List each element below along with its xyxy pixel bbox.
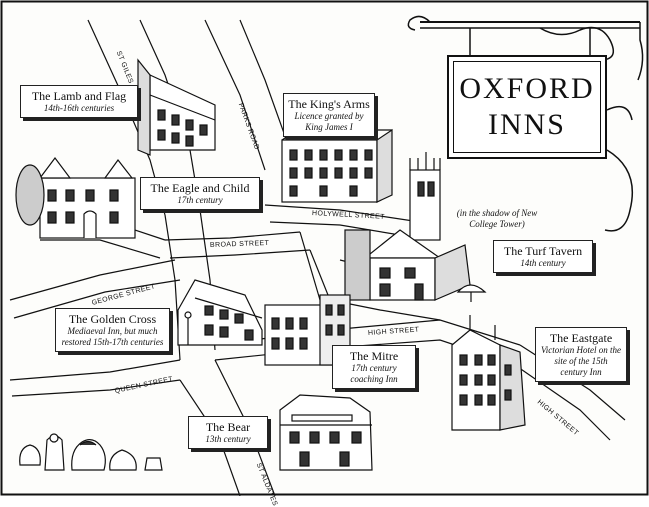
inn-detail: Victorian Hotel on the site of the 15th …	[540, 345, 622, 377]
turf-tavern-note: (in the shadow of New College Tower)	[456, 208, 538, 229]
inn-name: The Eastgate	[549, 331, 613, 345]
golden-cross-building	[177, 279, 263, 346]
eastgate-building	[451, 315, 526, 431]
turf-tavern-building	[344, 229, 487, 302]
inn-name: The King's Arms	[288, 97, 370, 111]
new-college-tower	[409, 152, 441, 241]
label-eagle-and-child: The Eagle and Child 17th century	[140, 177, 260, 210]
bear-building	[279, 394, 373, 471]
inn-detail: Licence granted by King James I	[294, 111, 364, 132]
label-bear: The Bear 13th century	[188, 416, 268, 449]
tankards-illustration	[19, 433, 163, 471]
inn-detail: 17th century coaching Inn	[350, 363, 398, 384]
buildings	[15, 58, 526, 471]
inn-detail: 13th century	[205, 434, 251, 444]
inn-name: The Golden Cross	[68, 312, 157, 326]
label-kings-arms: The King's Arms Licence granted by King …	[283, 93, 375, 137]
inn-name: The Lamb and Flag	[31, 89, 127, 103]
inn-detail: Mediaeval Inn, but much restored 15th-17…	[61, 326, 164, 347]
inn-detail: 14th century	[520, 258, 566, 268]
sign-bracket	[407, 15, 644, 232]
inn-detail: 17th century	[177, 195, 223, 205]
mitre-building	[264, 294, 351, 366]
label-eastgate: The Eastgate Victorian Hotel on the site…	[535, 327, 627, 382]
inn-name: The Eagle and Child	[150, 181, 250, 195]
inn-name: The Mitre	[349, 349, 399, 363]
map-frame	[0, 0, 649, 496]
inn-detail: 14th-16th centuries	[43, 103, 115, 113]
inn-name: The Bear	[205, 420, 251, 434]
eagle-and-child-building	[15, 157, 136, 239]
title-sign: OXFORD INNS	[447, 55, 607, 159]
label-turf-tavern: The Turf Tavern 14th century	[493, 240, 593, 273]
lamb-and-flag-building	[137, 58, 216, 156]
title-line-1: OXFORD	[459, 72, 595, 105]
label-mitre: The Mitre 17th century coaching Inn	[332, 345, 416, 389]
label-lamb-and-flag: The Lamb and Flag 14th-16th centuries	[20, 85, 138, 118]
kings-arms-building	[281, 128, 393, 203]
inn-name: The Turf Tavern	[503, 244, 583, 258]
title-line-2: INNS	[487, 108, 566, 141]
label-golden-cross: The Golden Cross Mediaeval Inn, but much…	[55, 308, 170, 352]
